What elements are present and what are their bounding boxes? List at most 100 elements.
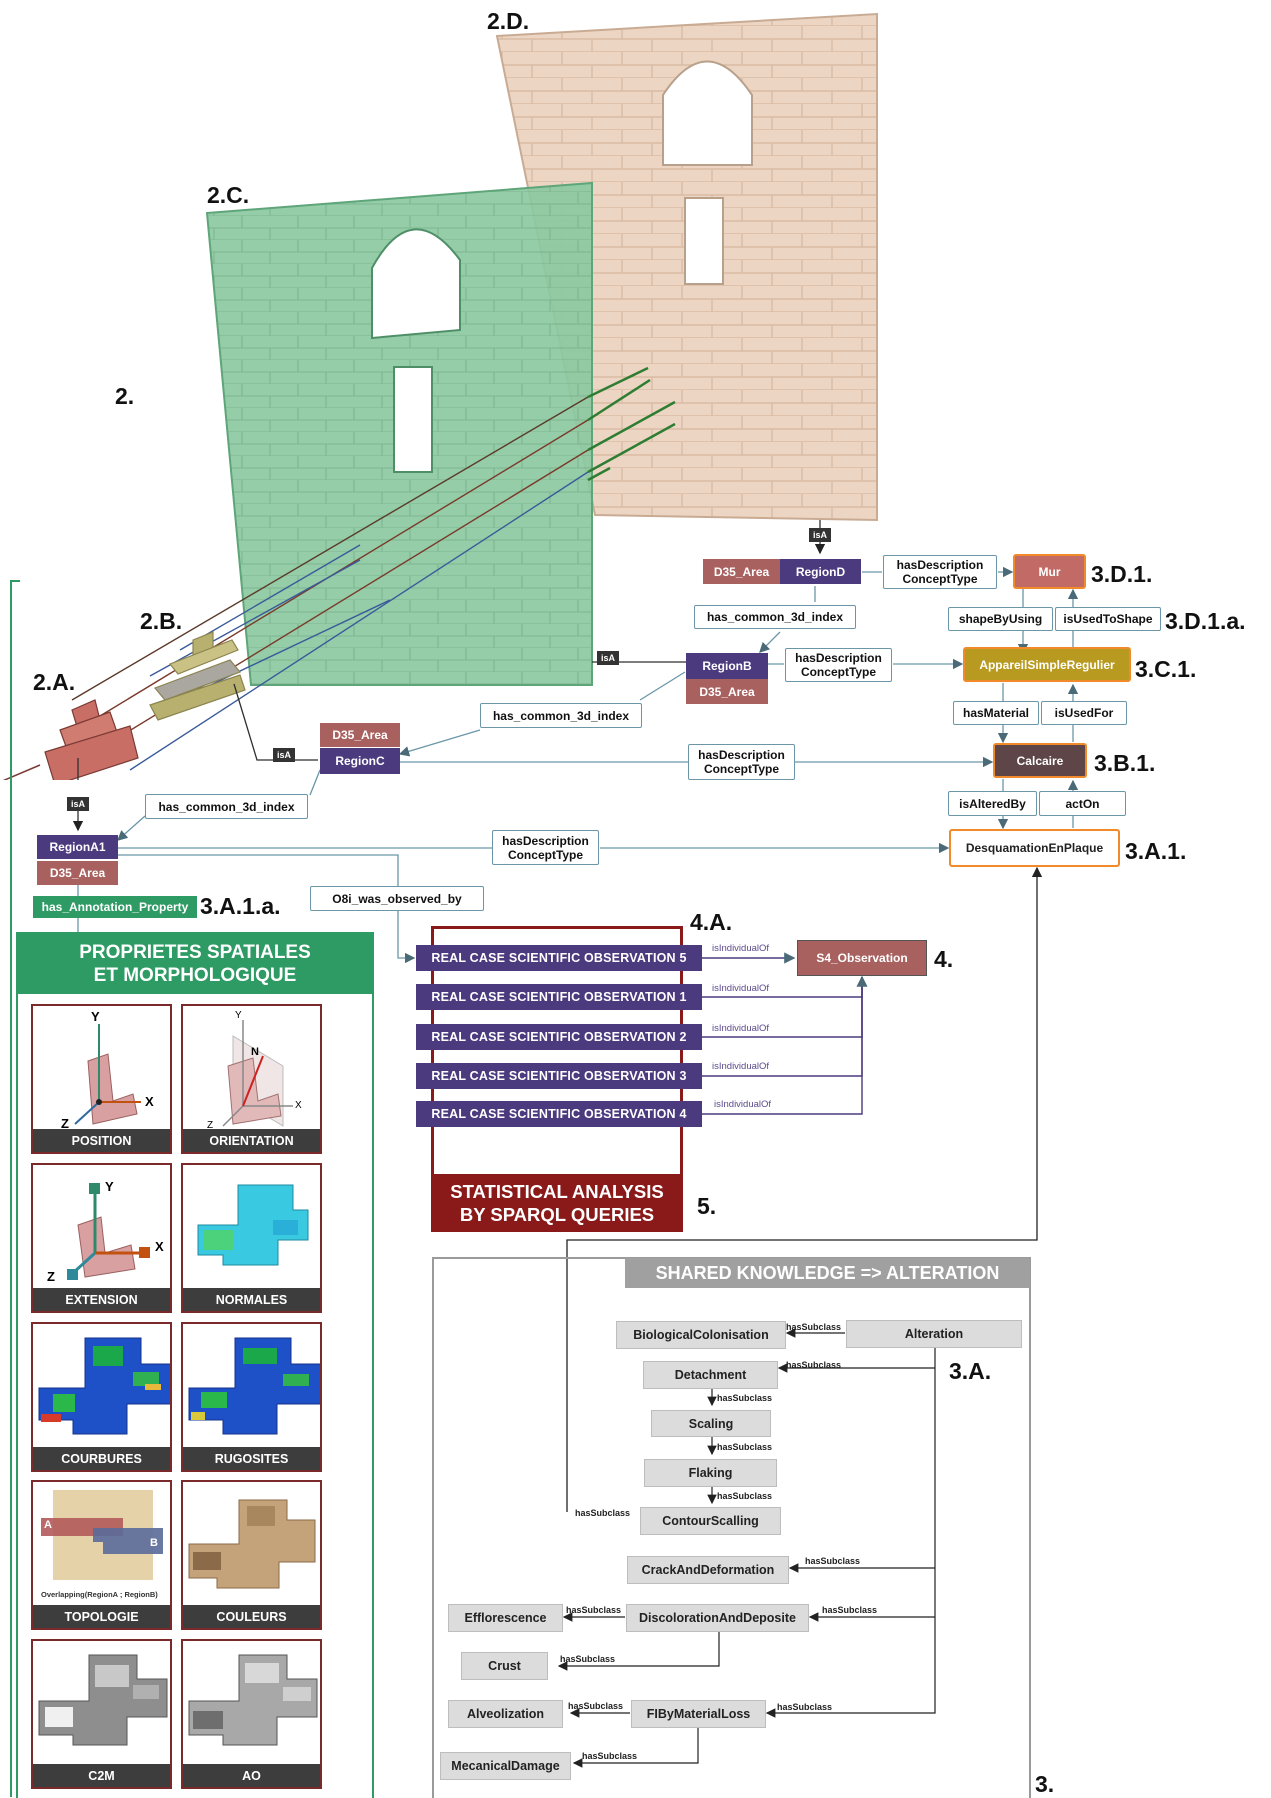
tile-rugosites[interactable]: RUGOSITES xyxy=(181,1322,322,1472)
has-subclass-fi-by-material: hasSubclass xyxy=(777,1702,833,1712)
class-flaking[interactable]: Flaking xyxy=(644,1459,777,1487)
tile-extension[interactable]: Y X Z EXTENSION xyxy=(31,1163,172,1313)
tile-couleurs[interactable]: COULEURS xyxy=(181,1480,322,1630)
rel-concept-type: ConceptType xyxy=(703,762,780,776)
properties-panel: PROPRIETES SPATIALES ET MORPHOLOGIQUE xyxy=(16,932,374,1798)
class-alteration[interactable]: Alteration xyxy=(846,1320,1022,1348)
tile-couleurs-caption: COULEURS xyxy=(183,1605,320,1628)
appareil-node[interactable]: AppareilSimpleRegulier xyxy=(963,647,1131,682)
has-subclass-efflorescence: hasSubclass xyxy=(566,1605,622,1615)
class-biological-colonisation[interactable]: BiologicalColonisation xyxy=(616,1321,786,1349)
regionA1-area[interactable]: D35_Area xyxy=(37,861,118,885)
stats-line-1: STATISTICAL ANALYSIS xyxy=(450,1181,664,1202)
label-2a: 2.A. xyxy=(33,669,76,695)
axis-x: X xyxy=(295,1100,302,1111)
isa-badge-d: isA xyxy=(809,528,831,542)
observation-3[interactable]: REAL CASE SCIENTIFIC OBSERVATION 3 xyxy=(416,1063,702,1089)
label-3a1a: 3.A.1.a. xyxy=(200,893,281,919)
isa-badge-a1: isA xyxy=(67,797,89,811)
tile-c2m-caption: C2M xyxy=(33,1764,170,1787)
label-3b1: 3.B.1. xyxy=(1094,750,1156,776)
rel-has-description: hasDescription xyxy=(502,833,589,848)
tile-topologie[interactable]: A B Overlapping(RegionA ; RegionB) TOPOL… xyxy=(31,1480,172,1630)
rel-concept-type: ConceptType xyxy=(507,847,584,862)
observation-2[interactable]: REAL CASE SCIENTIFIC OBSERVATION 2 xyxy=(416,1024,702,1050)
observation-4[interactable]: REAL CASE SCIENTIFIC OBSERVATION 4 xyxy=(416,1101,702,1127)
axis-z: Z xyxy=(47,1269,55,1284)
class-mecanical-damage[interactable]: MecanicalDamage xyxy=(440,1752,571,1780)
label-3: 3. xyxy=(1035,1771,1055,1797)
tile-c2m[interactable]: C2M xyxy=(31,1639,172,1789)
tile-orientation[interactable]: Y N X Z ORIENTATION xyxy=(181,1004,322,1154)
annotation-property-node[interactable]: has_Annotation_Property xyxy=(33,896,197,918)
class-fi-by-material-loss[interactable]: FIByMaterialLoss xyxy=(631,1700,766,1728)
label-5: 5. xyxy=(697,1193,717,1219)
observation-1[interactable]: REAL CASE SCIENTIFIC OBSERVATION 1 xyxy=(416,984,702,1010)
tile-position[interactable]: Y X Z POSITION xyxy=(31,1004,172,1154)
class-crack-and-deformation[interactable]: CrackAndDeformation xyxy=(627,1556,789,1584)
s4-observation-node[interactable]: S4_Observation xyxy=(797,940,927,976)
regionC-node[interactable]: RegionC xyxy=(320,748,400,774)
class-efflorescence[interactable]: Efflorescence xyxy=(448,1604,563,1632)
class-crust[interactable]: Crust xyxy=(461,1652,548,1680)
extension-illustration xyxy=(67,1183,150,1280)
axis-y: Y xyxy=(91,1009,100,1024)
label-3d1: 3.D.1. xyxy=(1091,561,1153,587)
region-2a xyxy=(44,699,139,780)
label-3c1: 3.C.1. xyxy=(1135,656,1197,682)
common-index-d-b: has_common_3d_index xyxy=(694,605,856,629)
is-individual-of-1: isIndividualOf xyxy=(712,983,770,994)
regionB-node[interactable]: RegionB xyxy=(686,653,768,679)
tile-normales[interactable]: NORMALES xyxy=(181,1163,322,1313)
class-scaling[interactable]: Scaling xyxy=(651,1410,771,1437)
ao-illustration xyxy=(188,1654,318,1746)
tile-courbures[interactable]: COURBURES xyxy=(31,1322,172,1472)
rel-shape-by-using: shapeByUsing xyxy=(948,607,1053,631)
label-2d: 2.D. xyxy=(487,8,530,34)
class-alveolization[interactable]: Alveolization xyxy=(448,1700,563,1728)
wall-scene xyxy=(2,12,878,780)
observation-5[interactable]: REAL CASE SCIENTIFIC OBSERVATION 5 xyxy=(416,945,702,971)
tile-ao[interactable]: AO xyxy=(181,1639,322,1789)
regionC-area[interactable]: D35_Area xyxy=(320,723,400,747)
panel-header: PROPRIETES SPATIALES ET MORPHOLOGIQUE xyxy=(18,934,372,994)
regionD-area[interactable]: D35_Area xyxy=(703,559,780,584)
mur-node[interactable]: Mur xyxy=(1013,554,1086,589)
rel-has-description: hasDescription xyxy=(698,748,785,762)
is-individual-of-3: isIndividualOf xyxy=(712,1061,770,1072)
panel-title-1: PROPRIETES SPATIALES xyxy=(79,942,311,963)
class-discoloration-and-deposite[interactable]: DiscolorationAndDeposite xyxy=(626,1604,809,1632)
panel-title-2: ET MORPHOLOGIQUE xyxy=(93,965,297,986)
axis-x: X xyxy=(155,1239,164,1254)
left-bracket xyxy=(10,580,20,1797)
class-contour-scalling[interactable]: ContourScalling xyxy=(640,1507,781,1535)
is-individual-of-4: isIndividualOf xyxy=(714,1099,772,1110)
position-illustration xyxy=(74,1024,141,1125)
has-subclass-contour: hasSubclass xyxy=(717,1491,773,1501)
tile-courbures-caption: COURBURES xyxy=(33,1447,170,1470)
topo-label-b: B xyxy=(150,1537,158,1549)
rel-has-description: hasDescription xyxy=(795,651,882,665)
rel-is-used-for: isUsedFor xyxy=(1041,701,1127,725)
tile-extension-caption: EXTENSION xyxy=(33,1288,170,1311)
rel-observed-by: O8i_was_observed_by xyxy=(310,886,484,911)
rel-concept-type: ConceptType xyxy=(902,572,978,586)
has-subclass-detachment: hasSubclass xyxy=(786,1360,842,1370)
regionC-hasdescription: hasDescription ConceptType xyxy=(688,744,795,780)
calcaire-node[interactable]: Calcaire xyxy=(993,743,1087,778)
regionA1-hasdescription: hasDescription ConceptType xyxy=(492,830,599,865)
label-2: 2. xyxy=(115,383,135,409)
desquamation-node[interactable]: DesquamationEnPlaque xyxy=(949,829,1120,867)
regionD-node[interactable]: RegionD xyxy=(780,559,861,584)
regionB-area[interactable]: D35_Area xyxy=(686,679,768,704)
label-3a1: 3.A.1. xyxy=(1125,838,1187,864)
has-subclass-biological: hasSubclass xyxy=(786,1322,842,1332)
regionA1-node[interactable]: RegionA1 xyxy=(37,835,118,859)
label-3d1a: 3.D.1.a. xyxy=(1165,608,1246,634)
tile-topologie-caption: TOPOLOGIE xyxy=(33,1605,170,1628)
class-detachment[interactable]: Detachment xyxy=(643,1361,778,1389)
alteration-header: SHARED KNOWLEDGE => ALTERATION xyxy=(625,1258,1030,1288)
has-subclass-mecanical: hasSubclass xyxy=(582,1751,638,1761)
has-subclass-scaling: hasSubclass xyxy=(717,1393,773,1403)
rel-has-description: hasDescription xyxy=(896,558,984,572)
